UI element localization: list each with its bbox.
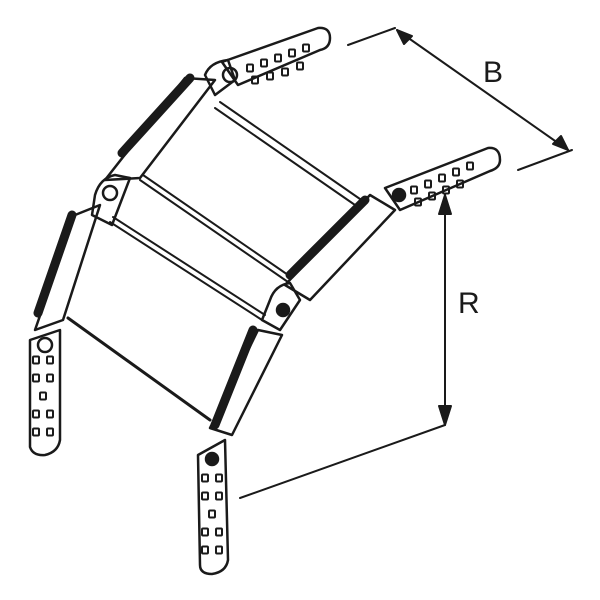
plate-holes xyxy=(31,43,475,555)
dimension-b xyxy=(347,27,573,171)
dimension-label-b: B xyxy=(483,56,504,89)
back-side-rail xyxy=(28,26,332,457)
dimension-label-r: R xyxy=(458,287,480,320)
front-side-rail xyxy=(196,146,502,576)
ladder-rungs xyxy=(66,101,361,422)
dimension-r xyxy=(239,194,452,499)
